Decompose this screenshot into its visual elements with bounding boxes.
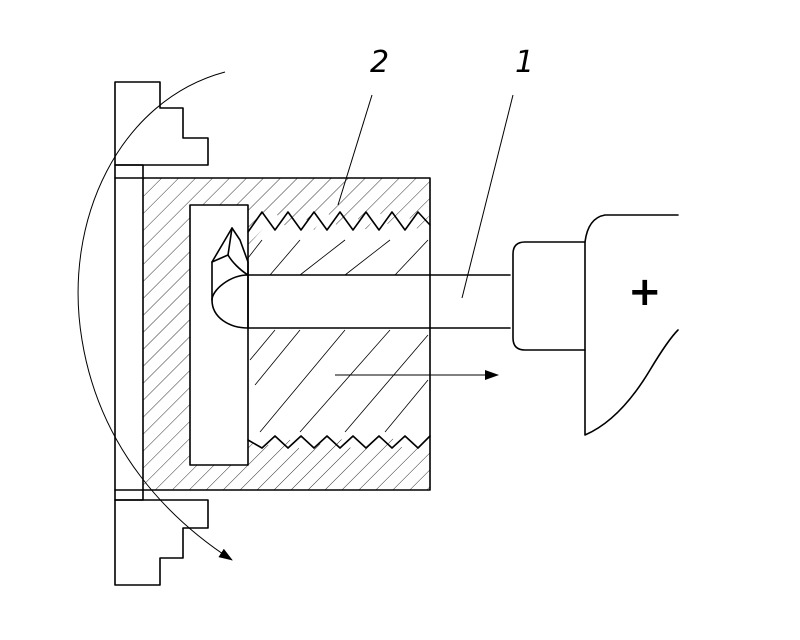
rotation-arrow xyxy=(77,71,233,561)
cutting-tool xyxy=(211,227,511,329)
thread-hatching xyxy=(247,239,429,433)
leader-2 xyxy=(337,94,373,206)
plus-symbol: + xyxy=(628,269,662,315)
workpiece-body xyxy=(142,177,431,491)
part-label-2: 2 xyxy=(370,45,389,80)
chuck-upper-jaw xyxy=(114,81,209,166)
chuck-face xyxy=(114,164,144,501)
leader-1 xyxy=(461,94,514,299)
tool-holder: + xyxy=(512,214,679,436)
part-label-1: 1 xyxy=(515,45,534,80)
chuck-lower-jaw xyxy=(114,499,209,586)
